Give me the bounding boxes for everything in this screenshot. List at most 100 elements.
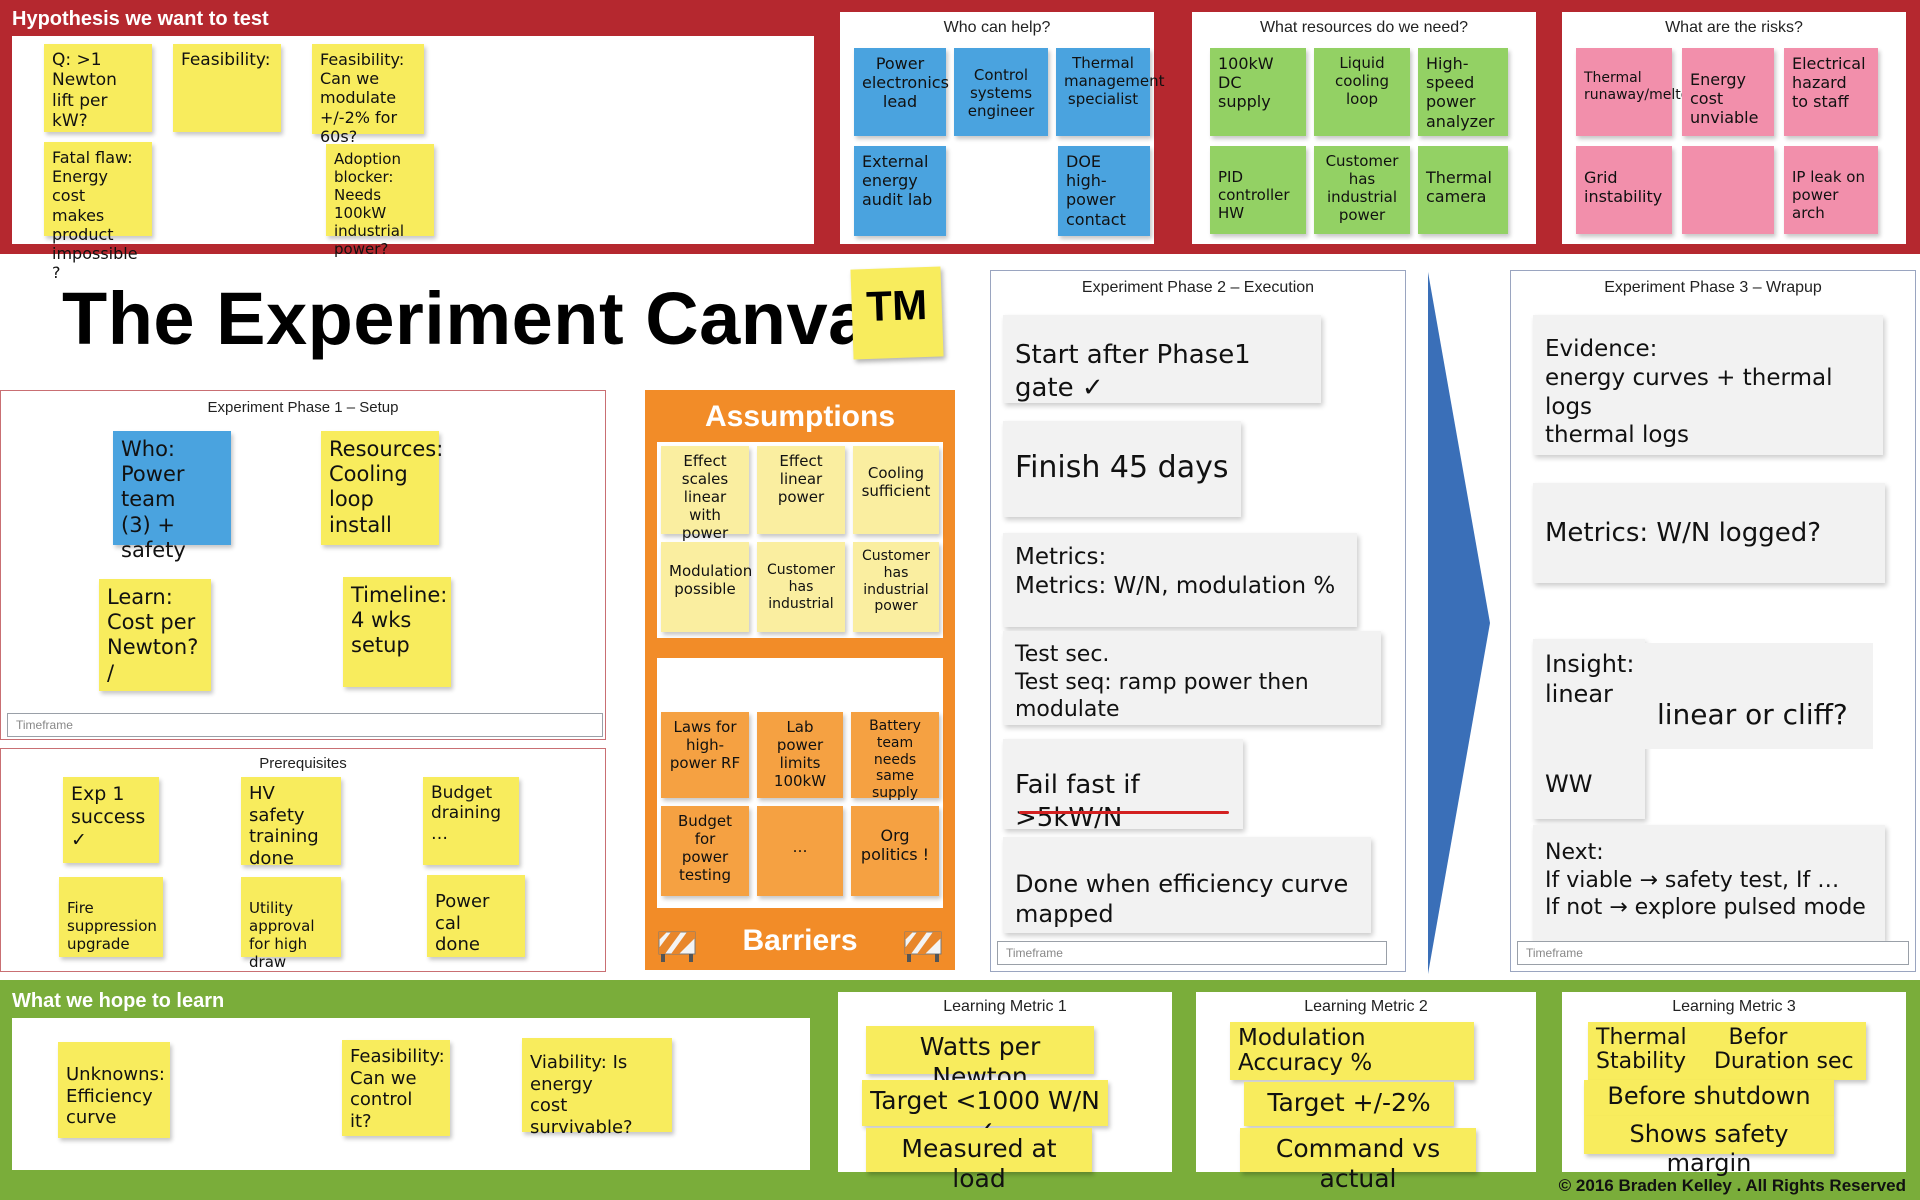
sticky-note[interactable]: Budget for power testing bbox=[661, 806, 749, 896]
wrapup-card[interactable]: Metrics: W/N logged? bbox=[1533, 483, 1885, 583]
panel-title: What are the risks? bbox=[1665, 19, 1803, 36]
hypothesis-panel: Q: >1 Newton lift per kW? Feasibility: F… bbox=[12, 36, 814, 282]
assumptions-title: Assumptions bbox=[704, 400, 896, 433]
risks-panel: What are the risks? Thermal runaway/melt… bbox=[1562, 12, 1906, 244]
assumptions-barriers-panel: Assumptions Effect scales linear with po… bbox=[645, 390, 955, 970]
barrier-cone-icon bbox=[658, 931, 696, 962]
fail-fast-underline bbox=[1019, 811, 1229, 814]
sticky-note[interactable]: Resources: Cooling loop install bbox=[321, 431, 443, 545]
sticky-note[interactable]: 100kW DC supply bbox=[1210, 48, 1306, 136]
sticky-note[interactable]: Feasibility: bbox=[173, 44, 281, 132]
execution-card[interactable]: Metrics: Metrics: W/N, modulation % bbox=[1003, 533, 1357, 627]
sticky-note[interactable]: Who: Power team (3) + safety bbox=[113, 431, 231, 562]
sticky-note[interactable]: Feasibility: Can we modulate +/-2% for 6… bbox=[312, 44, 424, 146]
phase1-panel: Experiment Phase 1 – Setup Who: Power te… bbox=[0, 390, 606, 740]
execution-card[interactable]: Done when efficiency curve mapped bbox=[1003, 837, 1371, 933]
sticky-note[interactable]: Watts per Newton bbox=[866, 1026, 1094, 1091]
sticky-note[interactable]: Shows safety margin bbox=[1584, 1116, 1834, 1177]
sticky-note[interactable]: IP leak on power arch bbox=[1784, 146, 1878, 234]
timeframe-field[interactable]: Timeframe bbox=[997, 941, 1387, 965]
sticky-note[interactable]: Fire suppression upgrade bbox=[59, 877, 163, 957]
barriers-area: Laws for high- power RF Lab power limits… bbox=[657, 658, 943, 908]
assumptions-area: Effect scales linear with power Effect l… bbox=[657, 442, 943, 638]
sticky-note[interactable]: Feasibility: Can we control it? bbox=[342, 1040, 450, 1136]
sticky-note[interactable]: Q: >1 Newton lift per kW? bbox=[44, 44, 152, 132]
sticky-note[interactable]: Power cal done bbox=[427, 875, 525, 957]
sticky-note[interactable]: Exp 1 success ✓ bbox=[63, 777, 159, 863]
hypothesis-title: Hypothesis we want to test bbox=[12, 8, 269, 30]
sticky-note[interactable]: Cooling sufficient bbox=[853, 446, 939, 534]
phase2-panel: Experiment Phase 2 – Execution Start aft… bbox=[990, 270, 1406, 972]
sticky-note[interactable]: DOE high-power contact bbox=[1058, 146, 1150, 236]
wrapup-card[interactable]: Insight: linear WW bbox=[1533, 639, 1645, 819]
sticky-note[interactable]: HV safety training done bbox=[241, 777, 341, 869]
sticky-note[interactable]: Electrical hazard to staff bbox=[1784, 48, 1878, 136]
execution-card[interactable]: Finish 45 days bbox=[1003, 421, 1241, 517]
sticky-note[interactable]: Effect scales linear with power bbox=[661, 446, 749, 542]
prerequisites-panel: Prerequisites Exp 1 success ✓ HV safety … bbox=[0, 748, 606, 972]
sticky-note[interactable]: Customer has industrial bbox=[757, 542, 845, 632]
sticky-note[interactable]: Customer has industrial power bbox=[853, 542, 939, 632]
sticky-note[interactable]: Battery team needs same supply bbox=[851, 712, 939, 801]
sticky-note[interactable]: Unknowns: Efficiency curve bbox=[58, 1042, 170, 1138]
sticky-note[interactable]: Org politics ! bbox=[851, 806, 939, 896]
sticky-note[interactable]: Thermal management specialist bbox=[1056, 48, 1164, 136]
barrier-cone-icon bbox=[904, 931, 942, 962]
sticky-note[interactable]: … bbox=[757, 806, 843, 896]
sticky-note[interactable]: External energy audit lab bbox=[854, 146, 946, 236]
sticky-note[interactable]: Power electronics lead bbox=[854, 48, 949, 136]
wrapup-card[interactable]: Next: If viable → safety test, If … If n… bbox=[1533, 825, 1885, 941]
sticky-note[interactable]: Effect linear power bbox=[757, 446, 845, 534]
panel-title: Learning Metric 2 bbox=[1304, 998, 1428, 1015]
sticky-note[interactable]: Thermal camera bbox=[1418, 146, 1508, 234]
sticky-note[interactable]: Energy cost unviable bbox=[1682, 48, 1774, 136]
sticky-note[interactable]: High-speed power analyzer bbox=[1418, 48, 1508, 136]
panel-title: Learning Metric 3 bbox=[1672, 998, 1796, 1015]
learn-title: What we hope to learn bbox=[12, 990, 225, 1012]
sticky-note[interactable]: Modulation Accuracy % bbox=[1230, 1022, 1474, 1080]
sticky-note[interactable]: Measured at load bbox=[866, 1128, 1092, 1193]
sticky-note[interactable]: Learn: Cost per Newton? / bbox=[99, 579, 211, 691]
sticky-note[interactable]: Budget draining … bbox=[423, 777, 519, 865]
panel-title: Experiment Phase 2 – Execution bbox=[1081, 279, 1315, 296]
sticky-note[interactable]: Command vs actual bbox=[1240, 1128, 1476, 1193]
sticky-note[interactable]: Grid instability bbox=[1576, 146, 1672, 234]
sticky-note[interactable]: Lab power limits 100kW bbox=[757, 712, 843, 798]
panel-title: What resources do we need? bbox=[1259, 19, 1469, 36]
sticky-note[interactable]: Customer has industrial power bbox=[1314, 146, 1410, 234]
sticky-note[interactable]: Thermal runaway/meltdown bbox=[1576, 48, 1719, 136]
sticky-note[interactable]: Control systems engineer bbox=[954, 48, 1048, 136]
learn-panel: Unknowns: Efficiency curve Feasibility: … bbox=[12, 1018, 810, 1170]
sticky-note[interactable]: Laws for high- power RF bbox=[661, 712, 749, 798]
sticky-note[interactable]: Utility approval for high draw bbox=[241, 877, 341, 971]
panel-title: Who can help? bbox=[943, 19, 1051, 36]
sticky-note[interactable]: Fatal flaw: Energy cost makes product im… bbox=[44, 142, 152, 282]
execution-card[interactable]: Fail fast if >5kW/N bbox=[1003, 739, 1243, 833]
copyright-text: © 2016 Braden Kelley . All Rights Reserv… bbox=[1558, 1176, 1906, 1195]
panel-title: Learning Metric 1 bbox=[943, 998, 1067, 1015]
sticky-note[interactable]: Adoption blocker: Needs 100kW industrial… bbox=[326, 144, 434, 258]
learning-metric-2-panel: Learning Metric 2 Modulation Accuracy % … bbox=[1196, 992, 1536, 1193]
panel-title: Experiment Phase 3 – Wrapup bbox=[1604, 279, 1822, 296]
learning-metric-3-panel: Learning Metric 3 Thermal Befor Stabilit… bbox=[1562, 992, 1906, 1177]
tm-sticky-note: TM bbox=[850, 266, 944, 360]
sticky-note[interactable]: Modulation possible bbox=[661, 542, 752, 632]
wrapup-card[interactable]: linear or cliff? bbox=[1645, 643, 1873, 749]
execution-card[interactable]: Start after Phase1 gate ✓ bbox=[1003, 315, 1321, 403]
sticky-note[interactable] bbox=[1682, 146, 1774, 234]
canvas-title: The Experiment Canvas bbox=[62, 277, 912, 360]
execution-card[interactable]: Test sec. Test seq: ramp power then modu… bbox=[1003, 631, 1381, 725]
sticky-note[interactable]: Viability: Is energy cost survivable? bbox=[522, 1038, 672, 1138]
timeframe-field[interactable]: Timeframe bbox=[1517, 941, 1909, 965]
timeframe-field[interactable]: Timeframe bbox=[7, 713, 603, 737]
sticky-note[interactable]: Target <1000 W/N ✓ bbox=[862, 1080, 1108, 1145]
barriers-title: Barriers bbox=[742, 924, 858, 957]
sticky-note[interactable]: Target +/-2% bbox=[1244, 1082, 1454, 1126]
sticky-note[interactable]: Liquid cooling loop bbox=[1314, 48, 1410, 136]
sticky-note[interactable]: PID controller HW bbox=[1210, 146, 1306, 234]
top-band: Hypothesis we want to test Q: >1 Newton … bbox=[0, 0, 1920, 282]
sticky-note[interactable]: Thermal Befor Stability Duration sec bbox=[1588, 1022, 1866, 1080]
wrapup-card[interactable]: Evidence: energy curves + thermal logs t… bbox=[1533, 315, 1883, 455]
sticky-note[interactable]: Timeline: 4 wks setup bbox=[343, 577, 451, 687]
sticky-note[interactable]: Before shutdown bbox=[1584, 1080, 1834, 1116]
